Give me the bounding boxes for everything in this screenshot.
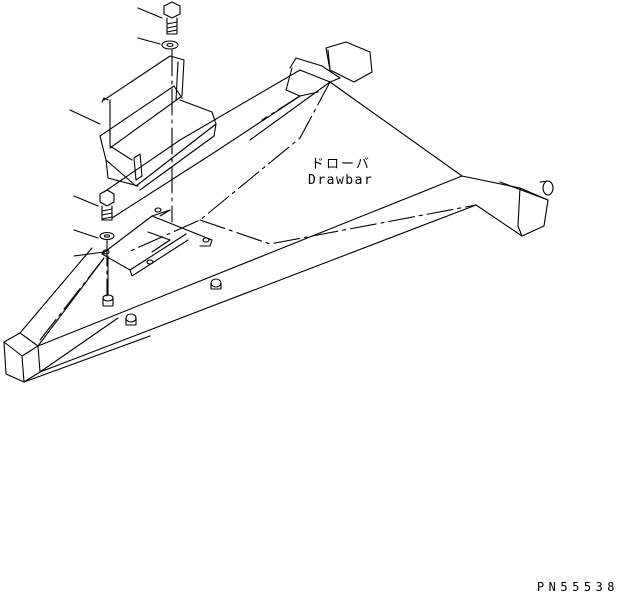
callout-leaders (69, 7, 163, 257)
drawbar-label-english: Drawbar (308, 173, 374, 188)
part-number: PN55538 (536, 580, 619, 594)
washer-icon (99, 231, 115, 241)
bolt-icon (99, 189, 115, 221)
bolt-icon (163, 1, 181, 35)
drawbar-label-japanese: ドローバ (311, 157, 371, 172)
nut-icon (102, 294, 114, 307)
drawbar-frame (3, 41, 554, 383)
mounting-bracket (101, 207, 213, 277)
washer-icon (161, 40, 179, 50)
tool-box (99, 55, 217, 191)
